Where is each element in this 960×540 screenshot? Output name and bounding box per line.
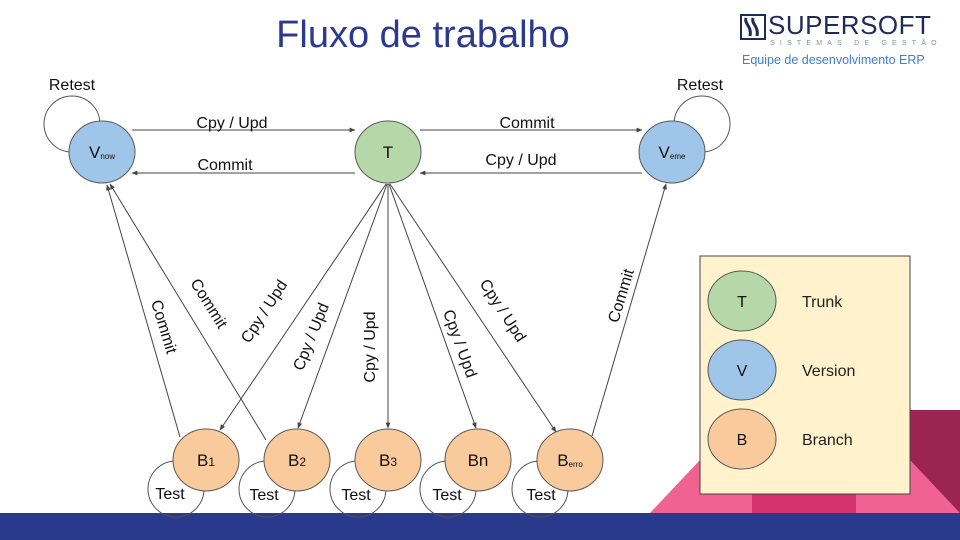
page-title: Fluxo de trabalho: [276, 14, 570, 56]
self-loop-label: Retest: [49, 77, 96, 94]
legend-label: Version: [802, 363, 855, 380]
edge-line: [389, 183, 557, 433]
self-loop-label: Test: [155, 486, 185, 503]
self-loop-label: Test: [526, 487, 556, 504]
node-label: Bn: [468, 451, 489, 470]
trunk-node-shape: [354, 120, 422, 184]
legend-item-version: V Version: [707, 339, 855, 401]
branch-node-shape: [536, 428, 604, 492]
node-label: Vnow: [89, 143, 115, 162]
team-subtitle: Equipe de desenvolvimento ERP: [742, 53, 925, 67]
edge-b1-to-v_now: Commit: [106, 184, 181, 438]
edge-label: Commit: [186, 276, 230, 332]
self-loop-label: Test: [432, 487, 462, 504]
legend-item-branch: B Branch: [707, 408, 853, 470]
edge-label: Cpy / Upd: [362, 311, 379, 382]
node-label: B1: [197, 451, 215, 470]
node-b1[interactable]: B1: [172, 428, 240, 492]
legend-swatch: [707, 408, 777, 470]
self-loop-label: Retest: [677, 77, 724, 94]
edge-v_now-to-trunk: Cpy / Upd: [132, 115, 356, 133]
logo-tagline: SISTEMAS DE GESTÃO: [770, 40, 942, 47]
node-v_eme[interactable]: Veme: [638, 120, 706, 184]
legend-symbol: V: [737, 363, 748, 380]
edge-line: [388, 183, 477, 429]
self-loop-label: Test: [249, 487, 279, 504]
branch-node-shape: [354, 428, 422, 492]
edge-label: Cpy / Upd: [485, 152, 556, 169]
edge-line: [109, 183, 267, 441]
edge-trunk-to-v_now: Commit: [131, 157, 355, 176]
edge-trunk-to-v_eme: Commit: [420, 115, 643, 133]
edge-trunk-to-b1: Cpy / Upd: [219, 183, 387, 431]
footer-bar: [0, 513, 960, 540]
edge-label: Commit: [499, 115, 555, 132]
edge-line: [297, 183, 388, 429]
node-berro[interactable]: Berro: [536, 428, 604, 492]
edge-label: Cpy / Upd: [439, 308, 479, 381]
edge-berro-to-v_eme: Commit: [591, 183, 667, 437]
node-b2[interactable]: B2: [263, 428, 331, 492]
edge-v_eme-to-trunk: Cpy / Upd: [419, 152, 642, 176]
edge-trunk-to-b3: Cpy / Upd: [362, 184, 391, 429]
legend-swatch: [707, 339, 777, 401]
node-bn[interactable]: Bn: [444, 428, 512, 492]
edge-label: Cpy / Upd: [291, 301, 333, 373]
version-node-shape: [638, 120, 706, 184]
legend-symbol: T: [737, 294, 747, 311]
version-node-shape: [68, 120, 136, 184]
edge-trunk-to-b2: Cpy / Upd: [291, 183, 388, 429]
node-trunk[interactable]: T: [354, 120, 422, 184]
legend-label: Trunk: [802, 294, 843, 311]
node-label: Berro: [557, 451, 583, 470]
legend-label: Branch: [802, 432, 853, 449]
branch-node-shape: [172, 428, 240, 492]
edge-label: Cpy / Upd: [196, 115, 267, 132]
branch-node-shape: [263, 428, 331, 492]
company-logo: SUPERSOFT SISTEMAS DE GESTÃO Equipe de d…: [740, 10, 960, 70]
edge-b2-to-v_now: Commit: [109, 183, 267, 441]
node-label: B3: [379, 451, 397, 470]
edge-label: Commit: [197, 157, 253, 174]
node-b3[interactable]: B3: [354, 428, 422, 492]
edge-line: [219, 183, 387, 431]
node-label: B2: [288, 451, 306, 470]
legend-swatch: [707, 270, 777, 332]
legend-item-trunk: T Trunk: [707, 270, 843, 332]
edge-label: Commit: [147, 298, 180, 356]
logo-name: SUPERSOFT: [768, 10, 932, 40]
node-label: T: [383, 143, 393, 162]
edge-trunk-to-bn: Cpy / Upd: [388, 183, 479, 429]
edge-trunk-to-berro: Cpy / Upd: [389, 183, 557, 433]
node-label: Veme: [659, 143, 686, 162]
legend-symbol: B: [737, 432, 748, 449]
branch-node-shape: [444, 428, 512, 492]
self-loop-label: Test: [341, 487, 371, 504]
edge-line: [106, 184, 181, 438]
edge-label: Cpy / Upd: [476, 276, 529, 345]
supersoft-logo-icon: [740, 14, 766, 40]
edge-line: [591, 183, 667, 437]
node-v_now[interactable]: Vnow: [68, 120, 136, 184]
